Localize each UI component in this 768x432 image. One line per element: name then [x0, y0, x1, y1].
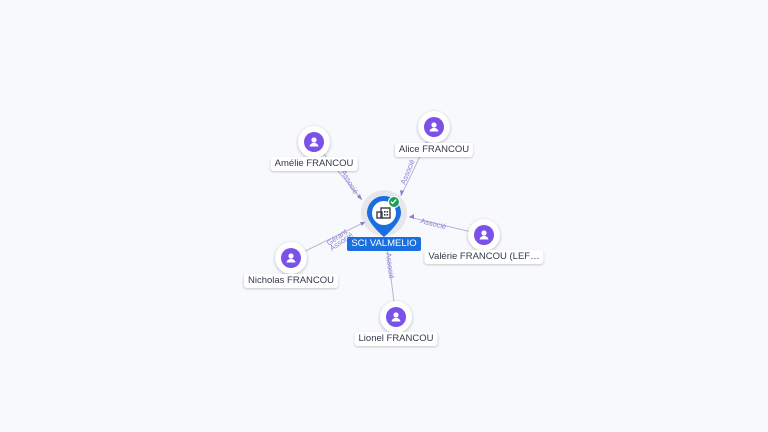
- building-icon: [376, 207, 391, 219]
- arrow-amelie: [357, 194, 362, 200]
- edge-label-valerie: Associé: [420, 216, 448, 231]
- person-label-alice[interactable]: Alice FRANCOU: [394, 143, 474, 157]
- person-node-alice[interactable]: [418, 111, 450, 143]
- person-node-nicholas[interactable]: [275, 242, 307, 274]
- person-label-nicholas[interactable]: Nicholas FRANCOU: [243, 274, 339, 288]
- edge-label-alice: Associé: [399, 158, 417, 186]
- person-label-amelie[interactable]: Amélie FRANCOU: [270, 157, 358, 171]
- company-label[interactable]: SCI VALMELIO: [347, 237, 421, 251]
- person-icon: [286, 253, 296, 263]
- arrow-alice: [400, 190, 404, 196]
- edge-label-lionel: Associé: [384, 252, 396, 279]
- person-icon: [479, 230, 489, 240]
- person-icon: [309, 137, 319, 147]
- person-node-amelie[interactable]: [298, 126, 330, 158]
- edge-label-amelie: Associé: [339, 169, 360, 196]
- person-node-valerie[interactable]: [468, 219, 500, 251]
- person-icon: [429, 122, 439, 132]
- person-label-valerie[interactable]: Valérie FRANCOU (LEF…: [424, 250, 544, 264]
- person-icon: [391, 312, 401, 322]
- person-node-lionel[interactable]: [380, 301, 412, 333]
- person-label-lionel[interactable]: Lionel FRANCOU: [354, 332, 438, 346]
- arrow-valerie: [409, 214, 414, 219]
- verified-check-icon: [388, 196, 400, 208]
- arrow-nicholas: [360, 222, 365, 226]
